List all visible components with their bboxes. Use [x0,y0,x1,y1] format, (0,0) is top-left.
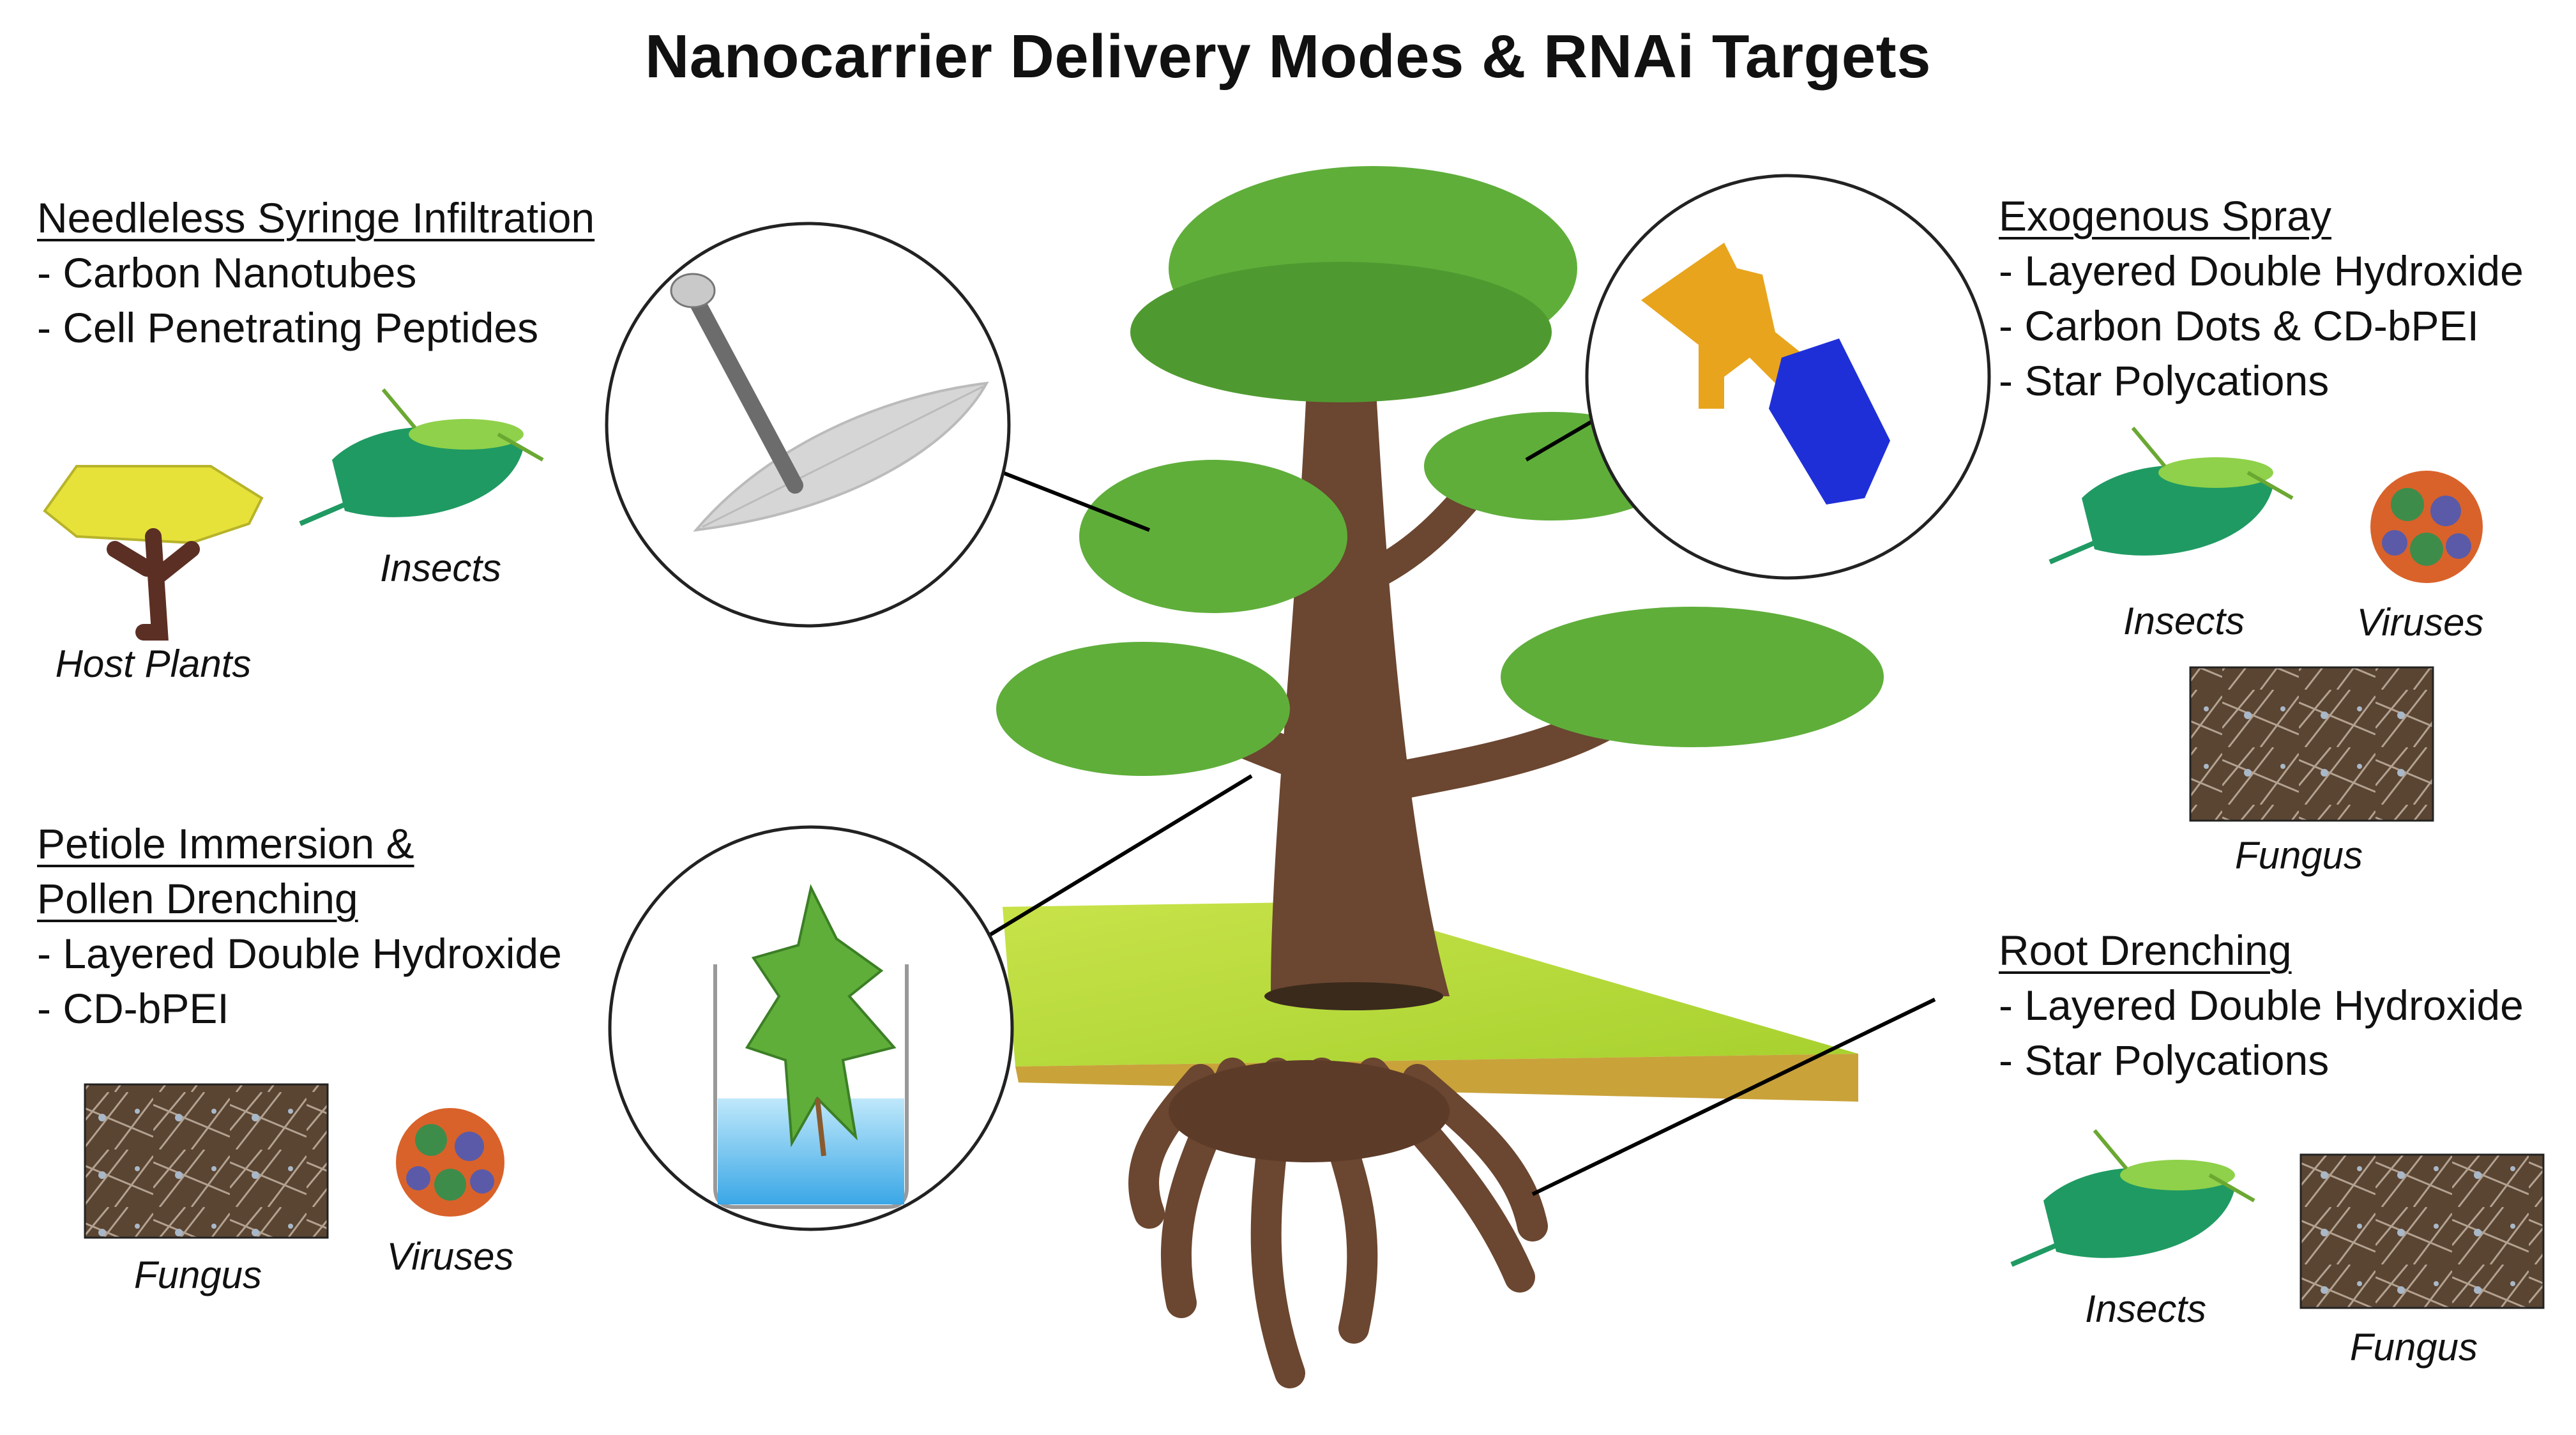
syringe-heading: Needleless Syringe Infiltration [37,194,595,241]
grasshopper-leaf-icon-root [2010,1129,2255,1267]
virus-icon-spray [2370,471,2483,583]
trunk [1271,332,1450,996]
virus-icon-petiole [396,1108,504,1217]
target-label-host-plants: Host Plants [55,642,252,685]
petiole-mode-block: Petiole Immersion & Pollen Drenching - L… [37,816,562,1036]
target-label-viruses: Viruses [386,1235,514,1278]
target-label-insects: Insects [379,547,502,589]
target-label-viruses: Viruses [2356,601,2484,644]
target-label-insects: Insects [2123,600,2245,642]
petiole-item: - Layered Double Hydroxide [37,930,562,977]
target-label-fungus: Fungus [2234,834,2363,877]
syringe-item: - Carbon Nanotubes [37,249,417,296]
root-crown [1169,1060,1450,1162]
root-item: - Star Polycations [1999,1036,2330,1084]
tree-illustration [996,166,1884,1388]
spray-mode-block: Exogenous Spray - Layered Double Hydroxi… [1999,188,2524,408]
beaker-leaf-icon [608,825,1014,1231]
foliage-left-mid [1079,460,1347,613]
target-label-fungus: Fungus [2349,1326,2478,1369]
grasshopper-leaf-icon-spray [2049,427,2294,565]
fungus-image-spray [2189,666,2434,822]
trunk-hole [1264,982,1443,1010]
connector-syringe [1001,471,1151,532]
connector-petiole [982,774,1253,941]
petiole-heading-line1: Petiole Immersion & [37,820,414,867]
petiole-item: - CD-bPEI [37,985,229,1032]
fungus-image-petiole [84,1083,329,1239]
target-label-fungus: Fungus [133,1254,262,1296]
spray-bottle-icon [1585,174,1991,580]
syringe-item: - Cell Penetrating Peptides [37,304,539,351]
root-item: - Layered Double Hydroxide [1999,982,2524,1029]
root-heading: Root Drenching [1999,927,2292,974]
spray-item: - Layered Double Hydroxide [1999,247,2524,294]
fungus-image-root [2299,1153,2545,1309]
host-plant-icon [43,465,264,641]
root-mode-block: Root Drenching - Layered Double Hydroxid… [1999,923,2524,1088]
syringe-mode-block: Needleless Syringe Infiltration - Carbon… [37,190,595,355]
spray-item: - Star Polycations [1999,357,2330,404]
petiole-heading-line2: Pollen Drenching [37,875,358,922]
foliage-right-low [1501,607,1884,747]
grasshopper-leaf-icon-syringe [299,388,544,526]
spray-item: - Carbon Dots & CD-bPEI [1999,302,2479,349]
foliage-left-low [996,642,1290,776]
leaf-syringe-icon [605,222,1011,628]
connector-spray [1525,413,1604,462]
target-label-insects: Insects [2084,1287,2207,1330]
connector-root [1531,998,1936,1196]
roots [1128,1058,1548,1388]
figure-title: Nanocarrier Delivery Modes & RNAi Target… [644,22,1932,91]
spray-heading: Exogenous Spray [1999,192,2332,239]
